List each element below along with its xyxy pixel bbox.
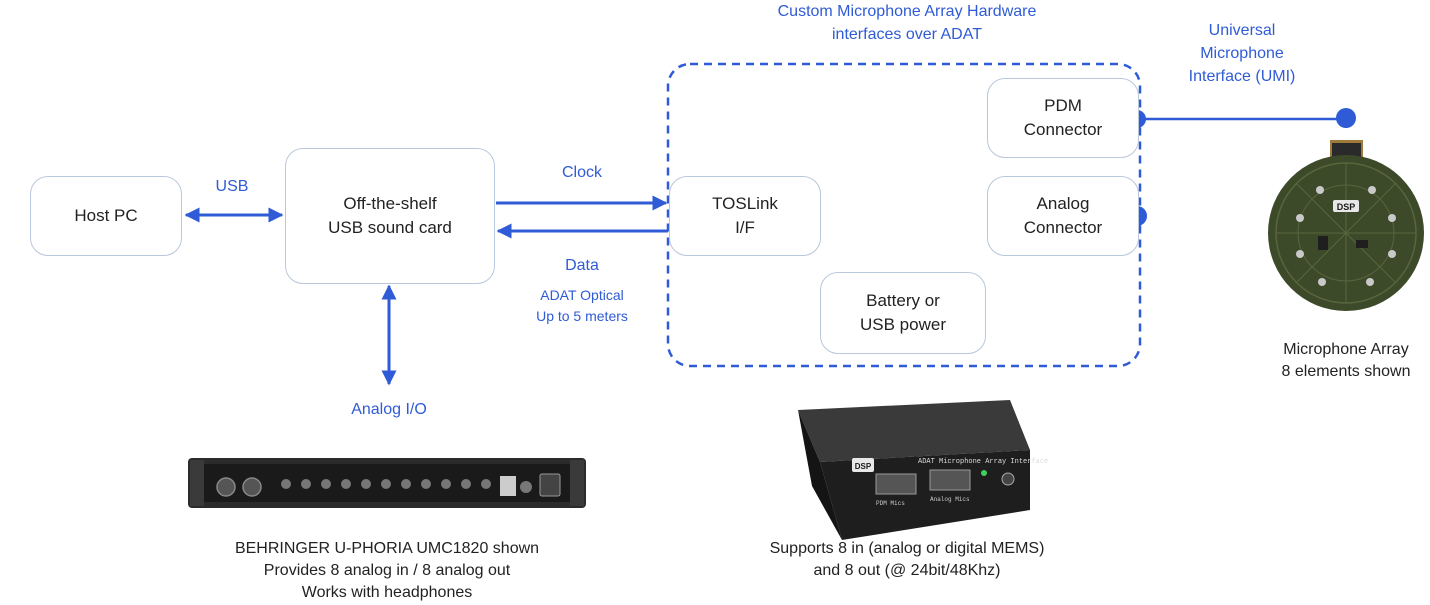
- adat-box-title: ADAT Microphone Array Interface: [918, 458, 1048, 466]
- adat-optical-label: ADAT Optical Up to 5 meters: [536, 287, 628, 324]
- behringer-caption: BEHRINGER U-PHORIA UMC1820 shown Provide…: [234, 540, 540, 601]
- usb-label: USB: [215, 178, 249, 195]
- toslink-box: TOSLink I/F: [669, 176, 821, 256]
- umi-end-dot: [1336, 108, 1356, 128]
- data-label: Data: [565, 257, 599, 274]
- power-label: Battery or USB power: [860, 291, 946, 334]
- analog-io-label: Analog I/O: [351, 401, 427, 418]
- umi-label: Universal Microphone Interface (UMI): [1188, 22, 1296, 85]
- adat-box-analog-label: Analog Mics: [930, 496, 970, 503]
- toslink-label: TOSLink I/F: [712, 194, 778, 237]
- sound-card-box: Off-the-shelf USB sound card: [285, 148, 495, 284]
- host-pc-label: Host PC: [74, 206, 138, 225]
- analog-connector-box: Analog Connector: [987, 176, 1139, 256]
- adat-box-dsp-logo: DSP: [855, 462, 872, 471]
- mic-array-caption: Microphone Array 8 elements shown: [1281, 341, 1411, 380]
- adat-interface-box-image: DSP ADAT Microphone Array Interface PDM …: [798, 400, 1048, 540]
- group-title-label: Custom Microphone Array Hardware interfa…: [777, 3, 1037, 43]
- sound-card-label: Off-the-shelf USB sound card: [328, 194, 452, 237]
- analog-connector-label: Analog Connector: [1023, 194, 1103, 237]
- pdm-connector-label: PDM Connector: [1023, 96, 1103, 139]
- adat-box-caption: Supports 8 in (analog or digital MEMS) a…: [769, 540, 1045, 579]
- pcb-dsp-logo: DSP: [1337, 202, 1356, 212]
- host-pc-box: Host PC: [30, 176, 182, 256]
- microphone-array-image: DSP: [1268, 140, 1424, 311]
- adat-box-pdm-label: PDM Mics: [876, 500, 905, 507]
- power-box: Battery or USB power: [820, 272, 986, 354]
- clock-label: Clock: [561, 164, 602, 181]
- behringer-interface-image: [188, 458, 586, 508]
- pdm-connector-box: PDM Connector: [987, 78, 1139, 158]
